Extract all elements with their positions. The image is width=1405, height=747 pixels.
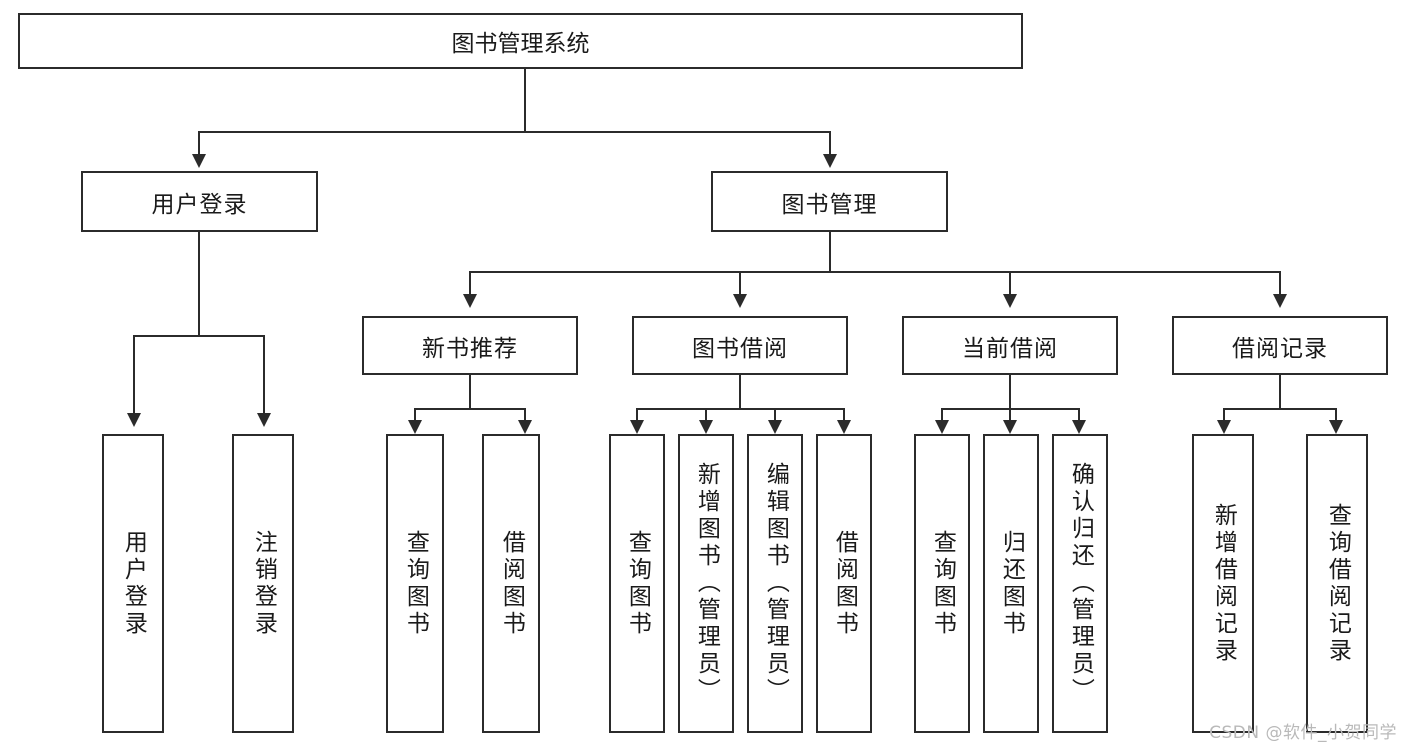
watermark-text: CSDN @软件_小贺同学 <box>1209 723 1397 743</box>
node-current-borrow[interactable]: 当前借阅 <box>902 316 1118 375</box>
leaf-new-book-recommend-1[interactable]: 查询图书 <box>386 434 444 733</box>
connector-book-borrow-stem <box>739 375 741 408</box>
connector-user-login-stem <box>198 232 200 335</box>
node-label: 用户登录 <box>151 191 248 218</box>
arrowhead-current-borrow-leaf-3 <box>1072 420 1086 434</box>
node-book-manage[interactable]: 图书管理 <box>711 171 948 232</box>
leaf-book-borrow-2[interactable]: 新增图书（管理员） <box>678 434 734 733</box>
connector-new-book-bus <box>414 408 526 410</box>
connector-borrow-record-drop-2 <box>1335 408 1337 422</box>
connector-root-stem <box>524 69 526 131</box>
connector-new-book-drop-2 <box>524 408 526 422</box>
leaf-label: 新增图书（管理员） <box>693 462 720 705</box>
leaf-label: 新增借阅记录 <box>1210 502 1237 665</box>
connector-current-borrow-drop-2 <box>1009 408 1011 422</box>
connector-current-borrow-drop-3 <box>1078 408 1080 422</box>
connector-user-login-bus <box>133 335 265 337</box>
arrowhead-book-borrow-leaf-2 <box>699 420 713 434</box>
leaf-borrow-record-1[interactable]: 新增借阅记录 <box>1192 434 1254 733</box>
leaf-current-borrow-1[interactable]: 查询图书 <box>914 434 970 733</box>
leaf-label: 查询借阅记录 <box>1324 502 1351 665</box>
leaf-new-book-recommend-2[interactable]: 借阅图书 <box>482 434 540 733</box>
connector-book-borrow-drop-1 <box>636 408 638 422</box>
arrowhead-new-book-leaf-1 <box>408 420 422 434</box>
connector-book-manage-drop-4 <box>1279 271 1281 296</box>
arrowhead-root-to-book-manage <box>823 154 837 168</box>
leaf-label: 归还图书 <box>998 529 1025 638</box>
arrowhead-book-borrow-leaf-4 <box>837 420 851 434</box>
connector-book-manage-stem <box>829 232 831 271</box>
leaf-borrow-record-2[interactable]: 查询借阅记录 <box>1306 434 1368 733</box>
arrowhead-current-borrow-leaf-2 <box>1003 420 1017 434</box>
connector-book-manage-drop-1 <box>469 271 471 296</box>
leaf-book-borrow-3[interactable]: 编辑图书（管理员） <box>747 434 803 733</box>
leaf-label: 查询图书 <box>624 529 651 638</box>
arrowhead-to-current-borrow <box>1003 294 1017 308</box>
connector-book-manage-drop-2 <box>739 271 741 296</box>
leaf-label: 查询图书 <box>929 529 956 638</box>
leaf-label: 注销登录 <box>250 529 277 638</box>
arrowhead-book-borrow-leaf-1 <box>630 420 644 434</box>
node-user-login[interactable]: 用户登录 <box>81 171 318 232</box>
connector-root-drop-1 <box>198 131 200 156</box>
node-label: 新书推荐 <box>422 335 518 362</box>
arrowhead-root-to-user-login <box>192 154 206 168</box>
connector-current-borrow-stem <box>1009 375 1011 408</box>
connector-book-borrow-drop-4 <box>843 408 845 422</box>
connector-root-bus <box>198 131 830 133</box>
arrowhead-user-login-leaf-1 <box>127 413 141 427</box>
arrowhead-to-new-book-recommend <box>463 294 477 308</box>
connector-root-drop-2 <box>829 131 831 156</box>
arrowhead-borrow-record-leaf-2 <box>1329 420 1343 434</box>
connector-borrow-record-bus <box>1223 408 1337 410</box>
leaf-label: 查询图书 <box>402 529 429 638</box>
leaf-label: 用户登录 <box>120 529 147 638</box>
connector-user-login-drop-2 <box>263 335 265 415</box>
node-label: 图书管理系统 <box>451 31 590 57</box>
node-label: 当前借阅 <box>962 335 1058 362</box>
arrowhead-current-borrow-leaf-1 <box>935 420 949 434</box>
connector-book-manage-drop-3 <box>1009 271 1011 296</box>
arrowhead-borrow-record-leaf-1 <box>1217 420 1231 434</box>
connector-user-login-drop-1 <box>133 335 135 415</box>
connector-book-borrow-drop-2 <box>705 408 707 422</box>
arrowhead-new-book-leaf-2 <box>518 420 532 434</box>
leaf-label: 借阅图书 <box>498 529 525 638</box>
leaf-label: 确认归还（管理员） <box>1067 462 1094 705</box>
node-book-borrow[interactable]: 图书借阅 <box>632 316 848 375</box>
leaf-label: 借阅图书 <box>831 529 858 638</box>
leaf-user-login-2[interactable]: 注销登录 <box>232 434 294 733</box>
connector-book-borrow-drop-3 <box>774 408 776 422</box>
leaf-book-borrow-1[interactable]: 查询图书 <box>609 434 665 733</box>
node-label: 借阅记录 <box>1232 335 1328 362</box>
leaf-current-borrow-3[interactable]: 确认归还（管理员） <box>1052 434 1108 733</box>
leaf-label: 编辑图书（管理员） <box>762 462 789 705</box>
connector-new-book-stem <box>469 375 471 408</box>
node-borrow-record[interactable]: 借阅记录 <box>1172 316 1388 375</box>
arrowhead-book-borrow-leaf-3 <box>768 420 782 434</box>
arrowhead-user-login-leaf-2 <box>257 413 271 427</box>
arrowhead-to-book-borrow <box>733 294 747 308</box>
connector-new-book-drop-1 <box>414 408 416 422</box>
connector-book-manage-bus <box>469 271 1280 273</box>
node-new-book-recommend[interactable]: 新书推荐 <box>362 316 578 375</box>
connector-current-borrow-drop-1 <box>941 408 943 422</box>
connector-book-borrow-bus <box>636 408 844 410</box>
leaf-current-borrow-2[interactable]: 归还图书 <box>983 434 1039 733</box>
leaf-book-borrow-4[interactable]: 借阅图书 <box>816 434 872 733</box>
node-root-system[interactable]: 图书管理系统 <box>18 13 1023 69</box>
node-label: 图书借阅 <box>692 335 788 362</box>
arrowhead-to-borrow-record <box>1273 294 1287 308</box>
leaf-user-login-1[interactable]: 用户登录 <box>102 434 164 733</box>
connector-borrow-record-drop-1 <box>1223 408 1225 422</box>
node-label: 图书管理 <box>781 191 878 218</box>
connector-borrow-record-stem <box>1279 375 1281 408</box>
